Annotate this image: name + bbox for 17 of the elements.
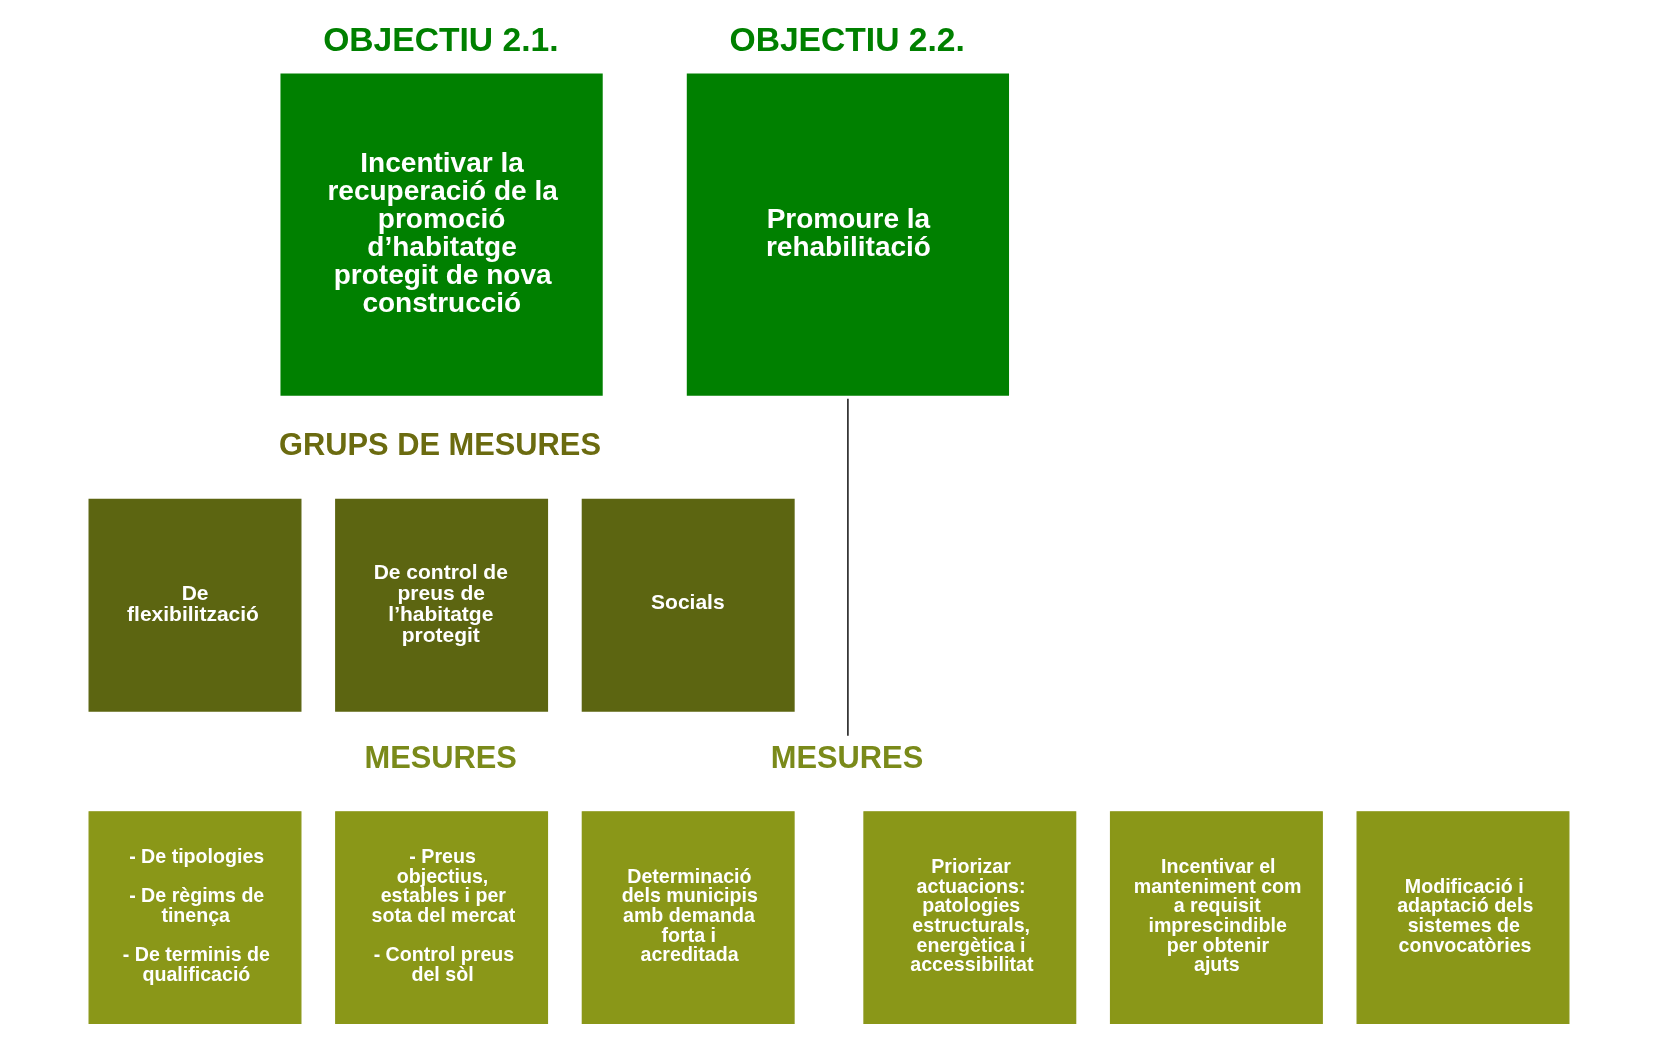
label: GRUPS DE MESURES	[278, 426, 601, 462]
node-box: Socials	[581, 498, 795, 712]
node-box: De flexibilització	[88, 498, 301, 712]
node-label: OBJECTIU 2.2.	[729, 20, 965, 58]
node-text: MESURES	[770, 739, 923, 775]
node-box: Modificació i adaptació dels sistemes de convocatòries	[1356, 810, 1569, 1024]
node-label: OBJECTIU 2.1.	[322, 20, 559, 58]
node-box: Incentivar el manteniment com a requisit imprescindible per obtenir ajuts	[1109, 810, 1323, 1024]
node-box: Determinació dels municipis amb demanda forta i acreditada	[581, 810, 795, 1024]
node-box: - De tipologies - De règims de tinença - De terminis de qualificació	[88, 810, 301, 1024]
label: MESURES	[364, 739, 517, 775]
node-box: Incentivar la recuperació de la promoció d’habitatge protegit de nova construcció	[279, 72, 603, 396]
node-box: - Preus objectius, estables i per sota del mercat - Control preus del sòl	[334, 810, 548, 1024]
node-box: De control de preus de l’habitatge protegit	[334, 498, 548, 712]
node-box: Priorizar actuacions: patologies estructurals, energètica i accessibilitat	[862, 810, 1076, 1024]
connector	[846, 397, 849, 736]
node-box: Promoure la rehabilitació	[686, 72, 1009, 396]
